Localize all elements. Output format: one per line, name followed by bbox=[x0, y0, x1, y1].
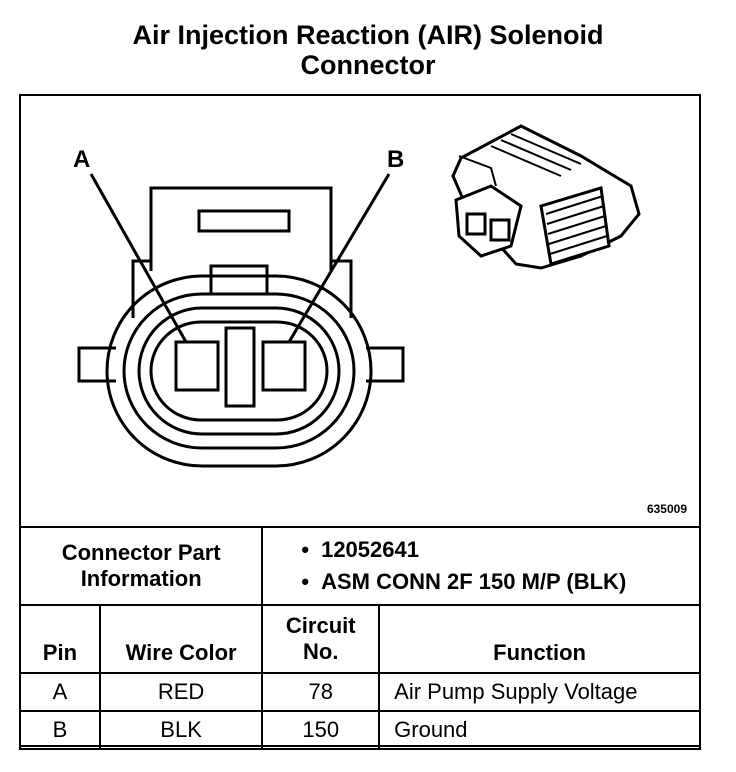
part-description: ASM CONN 2F 150 M/P (BLK) bbox=[301, 566, 699, 598]
connector-info-values: 12052641 ASM CONN 2F 150 M/P (BLK) bbox=[261, 526, 701, 606]
row-b-wire-color: BLK bbox=[98, 710, 264, 750]
header-circuit-line-1: Circuit bbox=[285, 613, 356, 638]
connector-info-label: Connector Part Information bbox=[18, 526, 264, 606]
row-a-wire-color: RED bbox=[98, 672, 264, 712]
header-circuit: Circuit No. bbox=[261, 604, 381, 674]
table-row: B BLK 150 Ground bbox=[19, 710, 701, 750]
header-function: Function bbox=[378, 604, 701, 674]
header-circuit-line-2: No. bbox=[303, 639, 339, 664]
title-line-1: Air Injection Reaction (AIR) Solenoid bbox=[132, 20, 604, 50]
row-a-function: Air Pump Supply Voltage bbox=[378, 672, 701, 712]
title-line-2: Connector bbox=[300, 50, 436, 80]
connector-table: Connector Part Information 12052641 ASM … bbox=[18, 526, 701, 750]
pin-a-label: A bbox=[73, 146, 91, 173]
table-header-row: Pin Wire Color Circuit No. Function bbox=[19, 604, 701, 674]
connector-frame: A B 635009 Connector Part Information 12… bbox=[18, 94, 701, 750]
pin-b-label: B bbox=[387, 146, 405, 173]
row-a-pin: A bbox=[19, 672, 101, 712]
connector-info-label-line-2: Information bbox=[80, 566, 202, 591]
row-b-function: Ground bbox=[378, 710, 701, 750]
row-b-circuit: 150 bbox=[261, 710, 381, 750]
connector-info-label-line-1: Connector Part bbox=[61, 540, 221, 565]
table-row: A RED 78 Air Pump Supply Voltage bbox=[19, 672, 701, 712]
header-wire-color: Wire Color bbox=[98, 604, 264, 674]
row-a-circuit: 78 bbox=[261, 672, 381, 712]
row-b-pin: B bbox=[19, 710, 101, 750]
connector-diagram: A B 635009 bbox=[21, 96, 699, 526]
header-pin: Pin bbox=[19, 604, 101, 674]
connector-info-row: Connector Part Information 12052641 ASM … bbox=[18, 526, 701, 606]
page-title: Air Injection Reaction (AIR) Solenoid Co… bbox=[0, 20, 736, 80]
figure-number: 635009 bbox=[646, 502, 687, 516]
connector-face-drawing bbox=[77, 124, 641, 468]
part-number: 12052641 bbox=[301, 534, 699, 566]
